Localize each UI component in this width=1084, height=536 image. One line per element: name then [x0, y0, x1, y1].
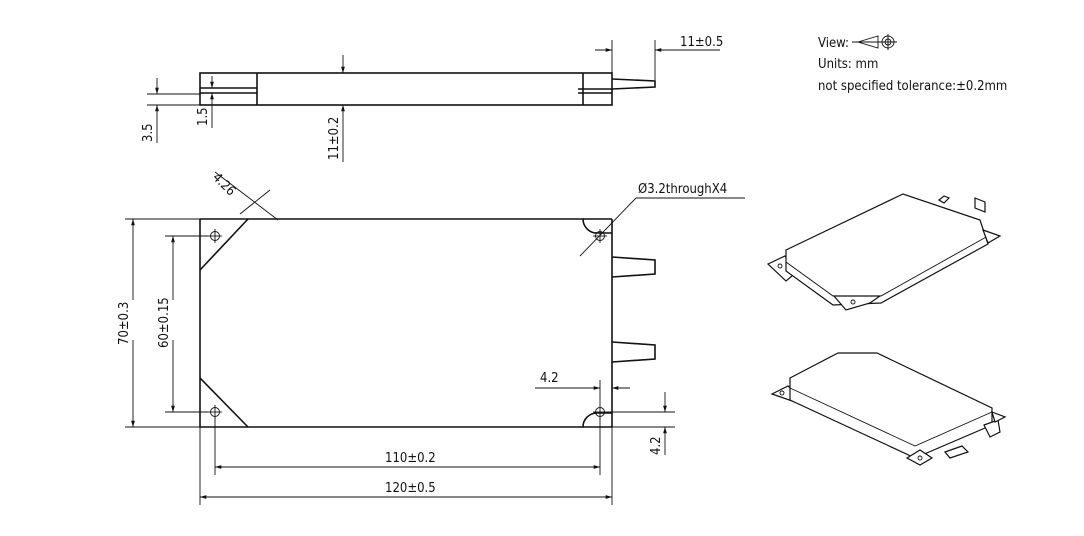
connector [611, 341, 656, 363]
tolerance-note: not specified tolerance:±0.2mm [818, 79, 1007, 94]
dim-chamfer: 4.26 [209, 170, 238, 199]
connector [611, 256, 656, 278]
dim-hole-spacing-horizontal: 110±0.2 [385, 451, 436, 466]
dim-hole-spacing-vertical: 60±0.15 [157, 297, 172, 348]
mounting-hole [208, 229, 222, 243]
dim-slot-width: 1.5 [196, 107, 211, 126]
mounting-hole [593, 405, 607, 419]
view-label: View: [818, 36, 849, 51]
units-note: Units: mm [818, 57, 878, 72]
dim-hole-offset-x: 4.2 [540, 371, 559, 386]
dim-connector-length: 11±0.5 [680, 35, 723, 50]
dim-body-height: 11±0.2 [327, 117, 342, 160]
dim-hole-offset-y: 4.2 [649, 436, 664, 455]
projection-symbol-icon [852, 34, 897, 50]
isometric-view-bottom [770, 352, 1007, 466]
dim-total-height: 70±0.3 [117, 302, 132, 345]
mounting-hole [593, 229, 607, 243]
side-view: 11±0.5 3.5 1.5 11±0.2 [141, 35, 723, 162]
isometric-view-top [766, 193, 1002, 311]
notes-block: View: Units: mm not specified tolerance:… [818, 34, 1007, 94]
mounting-hole [208, 405, 222, 419]
dim-slot-offset: 3.5 [141, 123, 156, 142]
dim-hole-note: Ø3.2throughX4 [638, 182, 727, 197]
plan-view: 4.26 Ø3.2throughX4 70±0.3 60±0.15 110±0.… [117, 170, 745, 505]
dim-total-width: 120±0.5 [385, 481, 436, 496]
